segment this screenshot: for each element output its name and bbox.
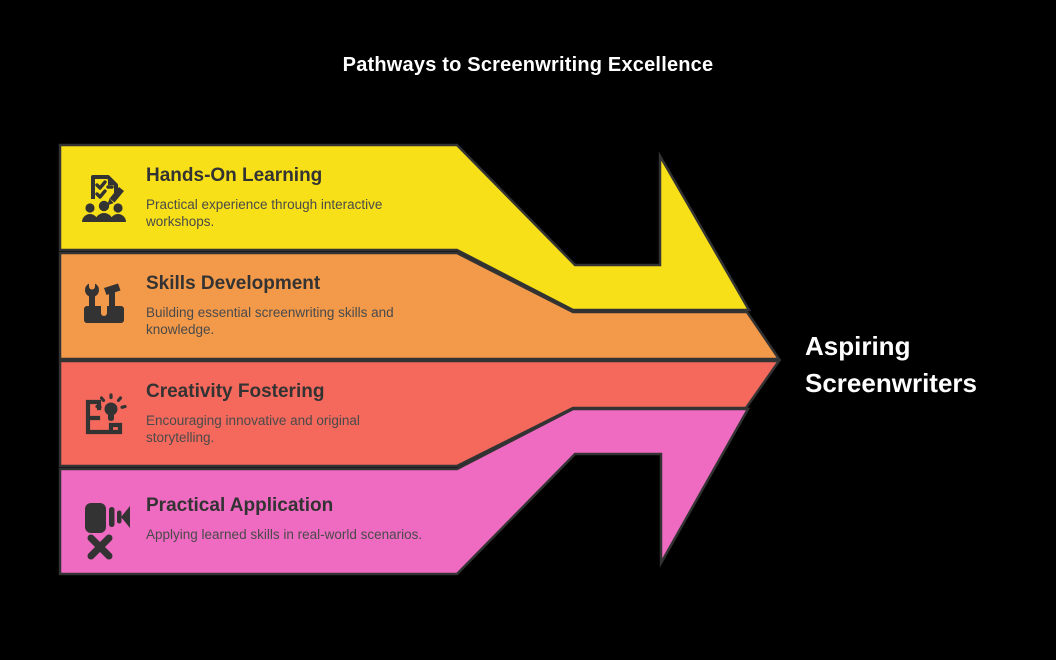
blueprint-idea-icon [85, 393, 127, 435]
flow-band-practical-application [58, 407, 751, 576]
band-description: Encouraging innovative and original stor… [146, 413, 360, 445]
flow-band-skills-development [58, 251, 782, 361]
video-camera-icon [85, 503, 130, 560]
diagram-title: Pathways to Screenwriting Excellence [342, 54, 714, 76]
band-title: Practical Application [146, 495, 334, 516]
band-creativity-fostering: Creativity Fostering Encouraging innovat… [78, 380, 398, 446]
band-title: Creativity Fostering [146, 381, 325, 402]
flow-band-hands-on-learning [58, 143, 752, 312]
band-title: Hands-On Learning [146, 165, 323, 186]
band-title: Skills Development [146, 273, 321, 294]
workshop-checklist-icon [82, 175, 126, 222]
band-description: Building essential screenwriting skills … [146, 305, 394, 337]
band-description: Practical experience through interactive… [146, 197, 383, 229]
band-practical-application: Practical Application Applying learned s… [78, 494, 422, 560]
toolbox-icon [84, 280, 124, 323]
band-hands-on-learning: Hands-On Learning Practical experience t… [78, 164, 418, 230]
band-skills-development: Skills Development Building essential sc… [78, 272, 446, 338]
band-description: Applying learned skills in real-world sc… [146, 527, 423, 542]
target-audience-label: Aspiring Screenwriters [805, 331, 977, 398]
